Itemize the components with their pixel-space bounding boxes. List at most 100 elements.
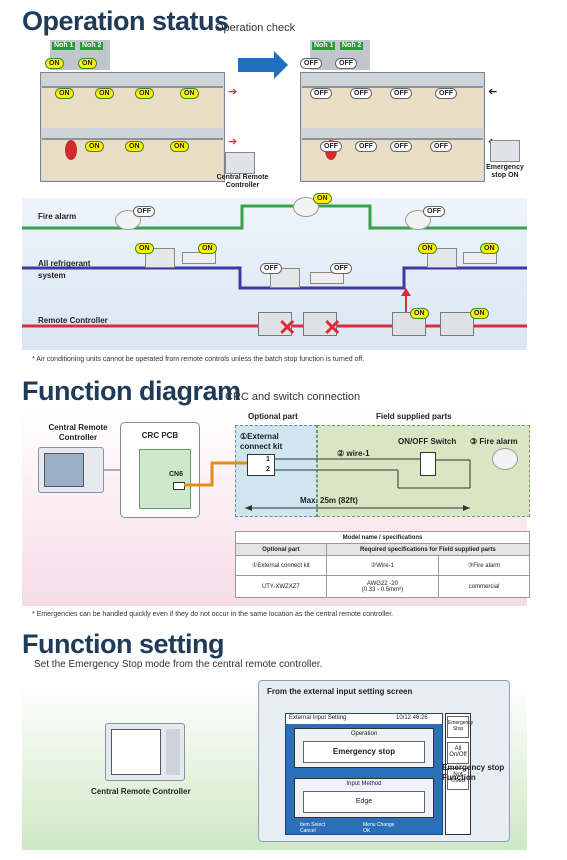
spec-header: Required specifications for Field suppli… [325,543,531,556]
crc-label-left: Central Remote Controller [216,174,269,189]
arrow-right-icon [274,51,288,79]
crc-device-icon [38,447,104,493]
spec-col: ②Wire-1 [325,555,440,576]
crc-label-right: Emergency stop ON [486,164,524,179]
remote-controller-icon [440,312,474,336]
option-all-on-off[interactable]: All On/Off [447,742,469,764]
duct-unit-icon [463,252,497,264]
max-length-label: Max. 25m (82ft) [300,496,358,505]
on-label: ON [95,88,114,99]
screen-footer: Item Select Cancel Menu Change OK [288,822,440,834]
terminal-1: 1 [266,456,270,463]
transition-arrow [238,58,276,72]
on-label: ON [198,243,217,254]
off-label: OFF [310,88,332,99]
unit-tag: Noh 1 [52,42,76,50]
on-label: ON [45,58,64,69]
on-label: ON [470,308,489,319]
footnote-1: * Air conditioning units cannot be opera… [32,356,365,363]
input-method-panel: Input Method Edge [294,778,434,818]
fire-alarm-icon [293,197,319,217]
on-label: ON [480,243,499,254]
on-label: ON [78,58,97,69]
section-title-operation: Operation status [22,6,229,36]
input-method-select[interactable]: Edge [303,791,425,813]
footer-cancel: Cancel [300,828,316,834]
option-emergency-stop[interactable]: Emergency Stop [447,716,473,738]
input-method-label: Input Method [346,781,382,787]
cn6-label: CN6 [169,471,184,478]
operation-select[interactable]: Emergency stop [303,741,425,763]
switch-label: ON/OFF Switch [398,437,457,446]
option-not-used[interactable]: Not Used [447,768,469,790]
crc-screen [44,453,84,487]
on-label: ON [180,88,199,99]
arrow-right-icon: ➔ [228,136,238,148]
prohibited-icon: ✕ [323,315,342,340]
unit-tag: Noh 2 [80,42,104,50]
unit-tag: Noh 2 [340,42,364,50]
off-label: OFF [320,141,342,152]
pcb-board [139,449,191,509]
off-label: OFF [390,88,412,99]
spec-col: ①External connect kit [235,555,327,576]
building-left: Noh 1 Noh 2 ON ON ON ON ON ON ON ON ON ➔… [30,40,268,190]
off-label: OFF [335,58,357,69]
on-label: ON [125,141,144,152]
off-label: OFF [350,88,372,99]
cassette-unit-icon [145,248,175,268]
off-label: OFF [355,141,377,152]
off-label: OFF [390,141,412,152]
off-label: OFF [330,263,352,274]
on-label: ON [170,141,189,152]
terminal-2: 2 [266,466,270,473]
setting-screen-title: From the external input setting screen [267,687,413,696]
field-parts-label: Field supplied parts [376,412,452,421]
row-label-refrigerant: All refrigerant system [38,259,91,280]
on-label: ON [418,243,437,254]
duct-unit-icon [310,272,344,284]
operation-panel: Operation Emergency stop [294,728,434,768]
off-label: OFF [435,88,457,99]
crc-device-icon [490,140,520,162]
screen-head-label: External Input Setting [289,715,347,721]
row-label-fire: Fire alarm [38,212,77,221]
section-title-diagram: Function diagram [22,376,241,406]
spec-cell: UTY-XWZXZ7 [235,575,327,598]
fire-alarm-icon [492,448,518,470]
crc-pcb-box: CRC PCB CN6 [120,422,200,518]
spec-col: ③Fire alarm [438,555,530,576]
screen-main: External Input Setting 10/12 46:26 Opera… [285,713,443,835]
off-label: OFF [260,263,282,274]
crc-screen [111,729,161,775]
wiring [104,458,471,511]
unit-tag: Noh 1 [312,42,336,50]
on-label: ON [135,88,154,99]
prohibited-icon: ✕ [278,315,297,340]
section-subtitle-diagram: CRC and switch connection [225,391,361,403]
on-label: ON [85,141,104,152]
switch-icon [420,452,436,476]
off-label: OFF [133,206,155,217]
fire-alarm-label: ③ Fire alarm [470,437,518,446]
spec-header: Optional part [235,543,327,556]
screen-side-options: Emergency Stop All On/Off Not Used [445,713,473,835]
off-label: OFF [423,206,445,217]
crc-pcb-label: CRC PCB [141,431,179,440]
crc-device-icon [225,152,255,174]
spec-cell: AWG22 -20 (0.33 - 0.5mm²) [325,575,440,598]
terminal-block: 1 2 [247,454,275,476]
remote-controller-icon [258,312,292,336]
off-label: OFF [430,141,452,152]
spec-title: Model name / specifications [235,531,530,544]
section-subtitle-setting: Set the Emergency Stop mode from the cen… [34,659,323,670]
footer-item-select: Item Select [300,822,326,828]
ext-kit-label: ①External connect kit [240,432,283,451]
wire-label: ② wire-1 [337,449,370,458]
section-title-setting: Function setting [22,629,224,659]
building-right: Noh 1 Noh 2 OFF OFF OFF OFF OFF OFF OFF … [290,40,525,190]
spec-table: Model name / specifications Optional par… [235,531,531,598]
diagram-crc-label: Central Remote Controller [48,423,108,442]
on-label: ON [55,88,74,99]
on-label: ON [135,243,154,254]
